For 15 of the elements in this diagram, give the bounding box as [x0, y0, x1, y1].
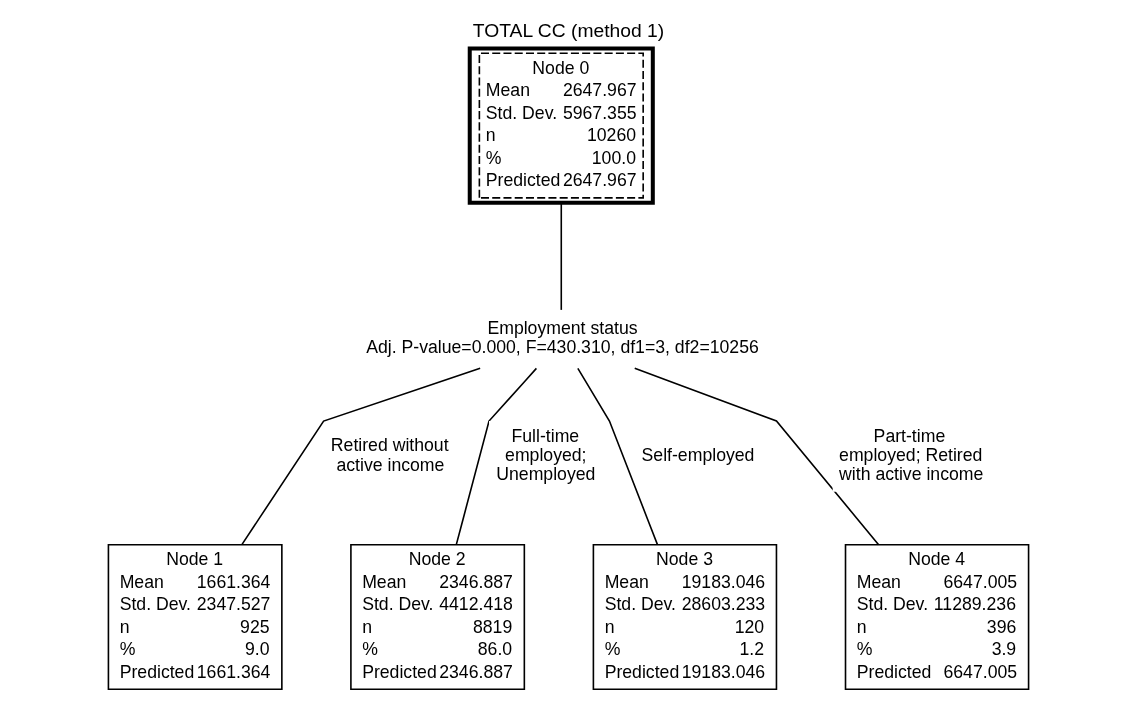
connector — [455, 367, 538, 546]
node-box: Node 4 Mean 6647.005 Std. Dev. 11289.236 n 396 % 3.9 Predicted 6647.005 — [844, 543, 1030, 691]
edge-label: Part-time employed; Retired with active income — [839, 425, 984, 485]
node-text: Employment status Adj. P-value=0.000, F=430.310, df1=3, df2=10256 — [366, 318, 759, 358]
edge-label: Self-employed — [641, 444, 755, 465]
node-box: Node 2 Mean 2346.887 Std. Dev. 4412.418 n 8819 % 86.0 Predicted 2346.887 — [350, 543, 526, 691]
diagram-title: TOTAL CC (method 1) — [472, 19, 665, 41]
connector — [577, 367, 659, 546]
node-box: Node 3 Mean 19183.046 Std. Dev. 28603.233 n 120 % 1.2 Predicted 19183.046 — [592, 543, 778, 691]
node-box: Node 1 Mean 1661.364 Std. Dev. 2347.527 n 925 % 9.0 Predicted 1661.364 — [107, 543, 283, 691]
connector — [241, 367, 481, 546]
node-box: Node 0 Mean 2647.967 Std. Dev. 5967.355 n 10260 % 100.0 Predicted 2647.967 — [467, 46, 655, 205]
connector — [560, 202, 563, 311]
edge-label: Retired without active income — [330, 435, 449, 475]
edge-label: Full-time employed; Unemployed — [496, 425, 596, 485]
